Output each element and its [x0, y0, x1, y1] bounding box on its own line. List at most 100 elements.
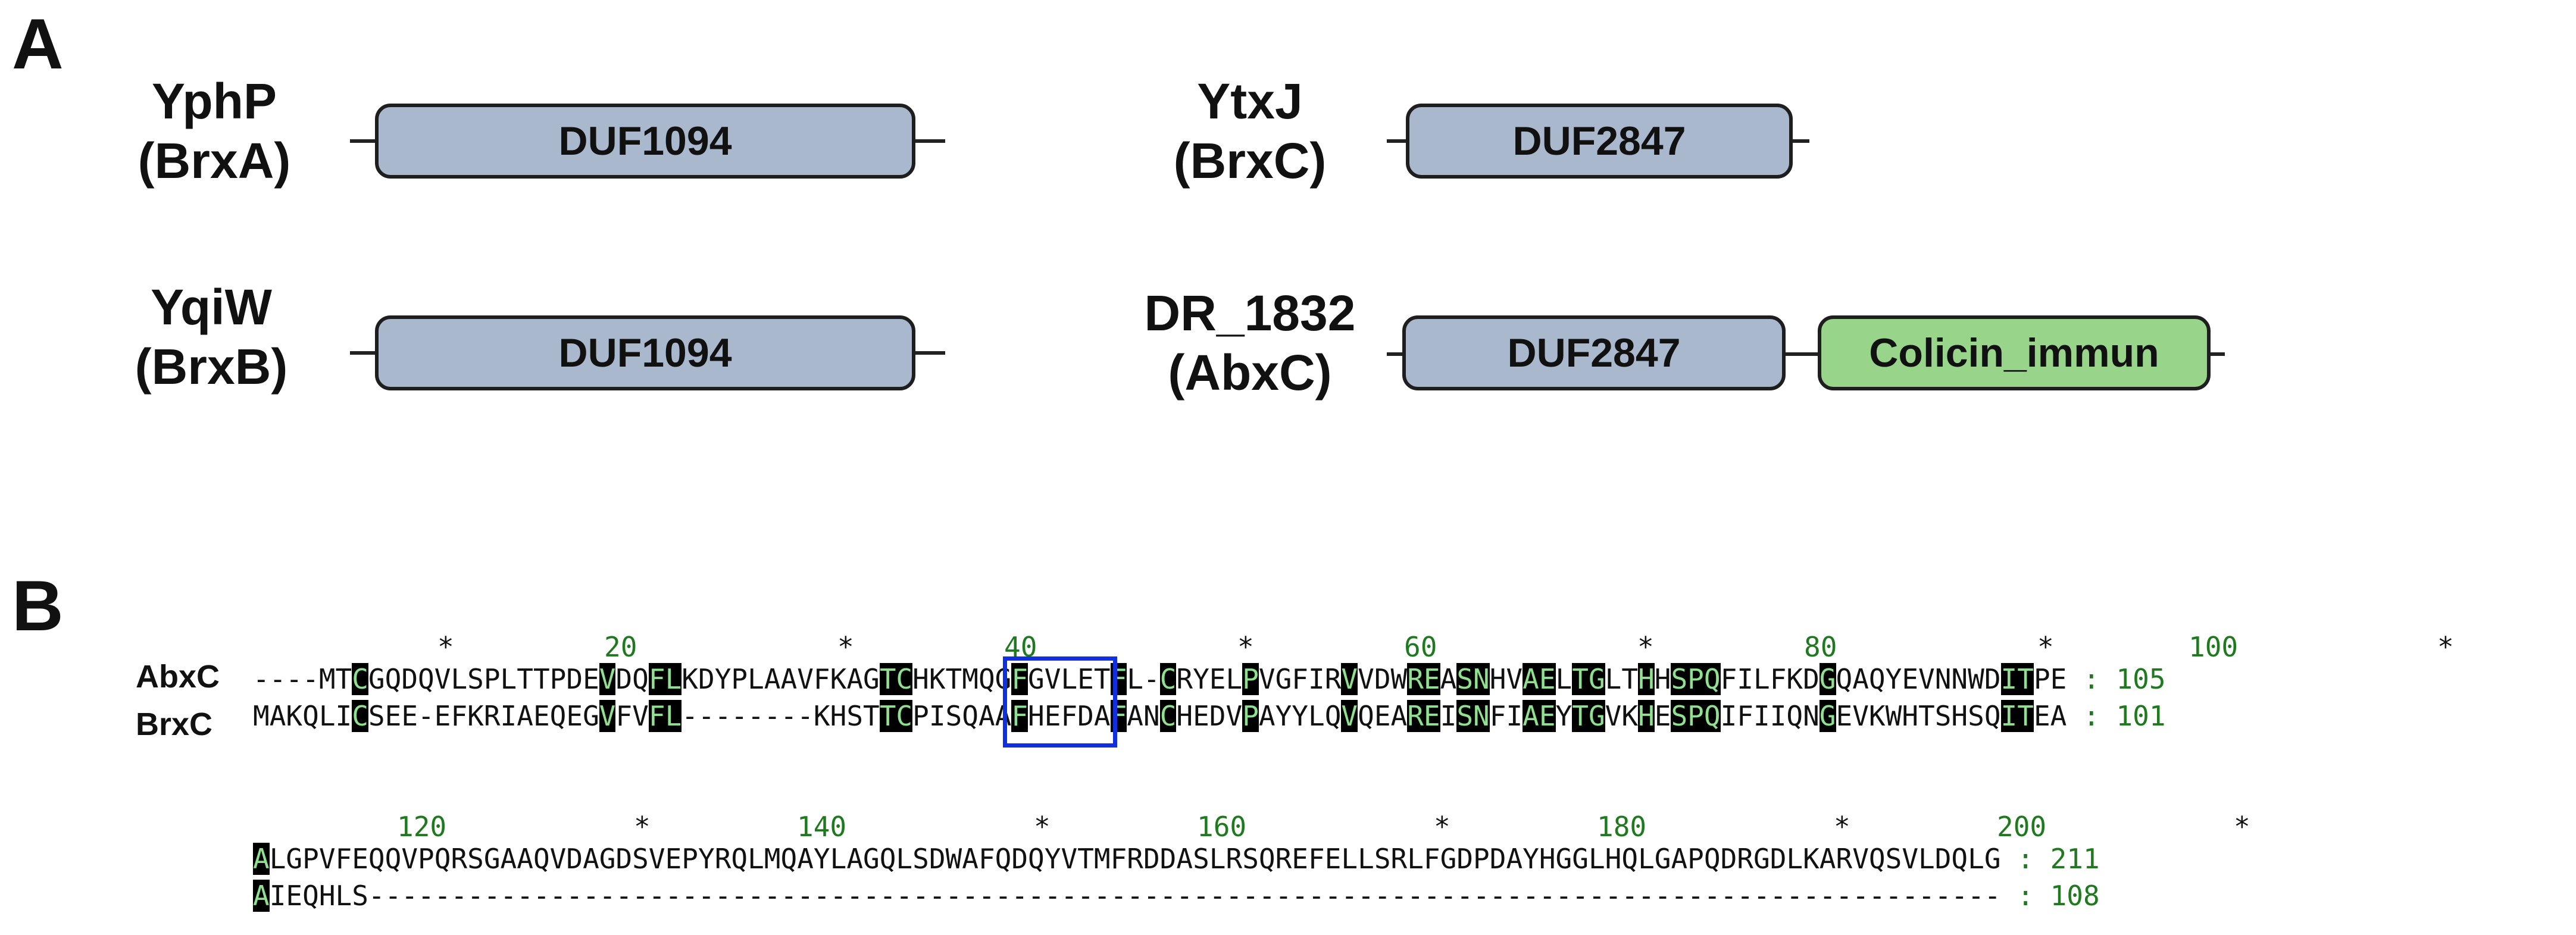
residue: -: [1061, 880, 1078, 912]
residue: -: [1093, 880, 1111, 912]
residue: A: [583, 843, 599, 875]
residue: E: [2050, 663, 2067, 695]
residue: H: [1638, 700, 1655, 732]
residue: L: [1638, 843, 1655, 875]
residue: E: [286, 880, 303, 912]
residue: D: [401, 663, 418, 695]
residue: L: [665, 663, 682, 695]
residue: D: [1209, 700, 1226, 732]
residue: G: [483, 843, 501, 875]
residue: S: [945, 700, 962, 732]
ruler-star: *: [1034, 811, 1051, 843]
residue: Y: [1555, 700, 1573, 732]
residue: D: [615, 843, 633, 875]
residue: -: [681, 700, 698, 732]
sequence-residues: ----MTCGQDQVLSPLTTPDEVDQFLKDYPLAAVFKAGTC…: [253, 663, 2067, 695]
residue: A: [1671, 843, 1688, 875]
residue: Q: [418, 663, 434, 695]
residue: D: [1770, 843, 1787, 875]
residue: F: [1061, 700, 1078, 732]
residue: E: [1423, 700, 1440, 732]
residue: -: [1143, 880, 1160, 912]
residue: -: [286, 663, 303, 695]
residue: K: [929, 663, 946, 695]
residue: Q: [632, 663, 649, 695]
residue: S: [912, 843, 929, 875]
residue: E: [665, 843, 682, 875]
residue: -: [549, 880, 567, 912]
residue: -: [1803, 880, 1820, 912]
motif-highlight-box: [1003, 656, 1117, 748]
residue: E: [434, 700, 451, 732]
residue: V: [1852, 843, 1869, 875]
ruler-star: *: [1237, 631, 1254, 663]
residue: H: [1638, 663, 1655, 695]
residue: S: [1456, 700, 1474, 732]
residue: I: [1737, 663, 1753, 695]
residue: D: [1011, 843, 1028, 875]
residue: -: [748, 700, 764, 732]
row-end-number: : 105: [2067, 663, 2166, 695]
panel-a-label: A: [12, 4, 64, 84]
seq-name-brxc: BrxC: [136, 706, 213, 742]
ruler-star: *: [2437, 631, 2454, 663]
residue: -: [1440, 880, 1457, 912]
residue: C: [352, 663, 368, 695]
residue: -: [1489, 880, 1506, 912]
residue: T: [1572, 663, 1589, 695]
residue: -: [1374, 880, 1391, 912]
residue: D: [566, 843, 583, 875]
residue: S: [1885, 843, 1902, 875]
residue: -: [632, 880, 649, 912]
residue: -: [1473, 880, 1490, 912]
residue: S: [1968, 700, 1984, 732]
residue: W: [945, 843, 962, 875]
residue: Q: [879, 843, 896, 875]
residue: H: [830, 700, 847, 732]
residue: E: [1539, 663, 1556, 695]
residue: -: [748, 880, 764, 912]
residue: D: [1143, 843, 1160, 875]
residue: G: [583, 700, 599, 732]
residue: -: [1358, 880, 1374, 912]
ruler-number-20: 20: [604, 631, 637, 663]
residue: -: [665, 880, 682, 912]
residue: -: [912, 880, 929, 912]
residue: G: [1028, 663, 1045, 695]
residue: L: [1127, 663, 1143, 695]
residue: F: [451, 700, 468, 732]
residue: T: [335, 663, 352, 695]
residue: P: [1473, 843, 1490, 875]
residue: -: [1258, 880, 1276, 912]
sequence-residues: ALGPVFEQQVPQRSGAAQVDAGDSVEPYRQLMQAYLAGQL…: [253, 843, 2001, 875]
row-end-number: : 101: [2067, 700, 2166, 732]
residue: S: [1374, 843, 1391, 875]
sequence-residues: MAKQLICSEE-EFKRIAEQEGVFVFL--------KHSTTC…: [253, 700, 2067, 732]
residue: A: [253, 843, 270, 875]
residue: -: [1638, 880, 1655, 912]
residue: A: [253, 880, 270, 912]
residue: I: [500, 700, 517, 732]
residue: I: [269, 880, 286, 912]
residue: D: [615, 663, 633, 695]
residue: E: [1324, 843, 1342, 875]
residue: Q: [1951, 843, 1968, 875]
residue: D: [566, 663, 583, 695]
residue: -: [517, 880, 533, 912]
residue: M: [318, 663, 336, 695]
residue: -: [1885, 880, 1902, 912]
residue: T: [945, 663, 962, 695]
residue: G: [599, 843, 616, 875]
residue: V: [797, 663, 814, 695]
residue: -: [1226, 880, 1243, 912]
residue: V: [1358, 663, 1374, 695]
residue: I: [1308, 663, 1325, 695]
residue: Q: [1324, 700, 1342, 732]
residue: -: [1555, 880, 1573, 912]
residue: G: [368, 663, 385, 695]
residue: -: [500, 880, 517, 912]
seq-name-abxc: AbxC: [136, 659, 220, 695]
residue: A: [517, 700, 533, 732]
residue: E: [401, 700, 418, 732]
residue: -: [1605, 880, 1622, 912]
